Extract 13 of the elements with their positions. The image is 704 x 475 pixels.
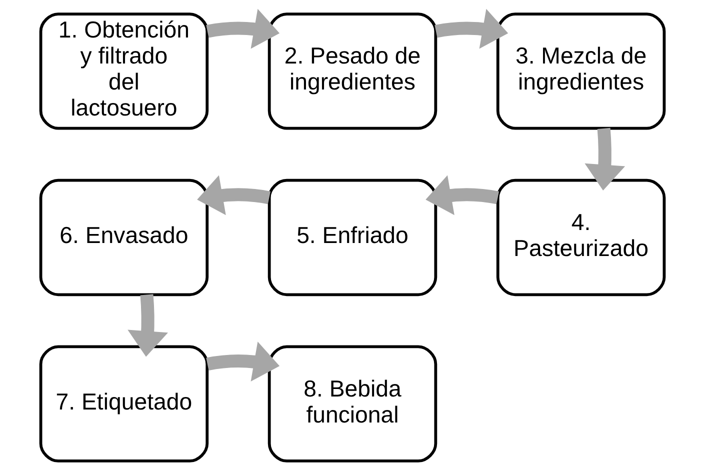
node-box: 8. Bebida funcional [267, 345, 437, 462]
arrow [196, 175, 270, 216]
node-box: 7. Etiquetado [38, 345, 208, 462]
arrow [127, 294, 168, 357]
node-box: 5. Enfriado [267, 178, 437, 296]
node-box: 3. Mezcla de ingredientes [496, 12, 666, 130]
arrow [206, 8, 280, 49]
node-box: 4. Pasteurizado [496, 178, 666, 296]
node-box: 1. Obtención y filtrado del lactosuero [38, 12, 208, 130]
node-box: 2. Pesado de ingredientes [267, 12, 437, 130]
arrow [434, 8, 508, 49]
node-box: 6. Envasado [38, 178, 208, 296]
arrow [584, 128, 625, 190]
